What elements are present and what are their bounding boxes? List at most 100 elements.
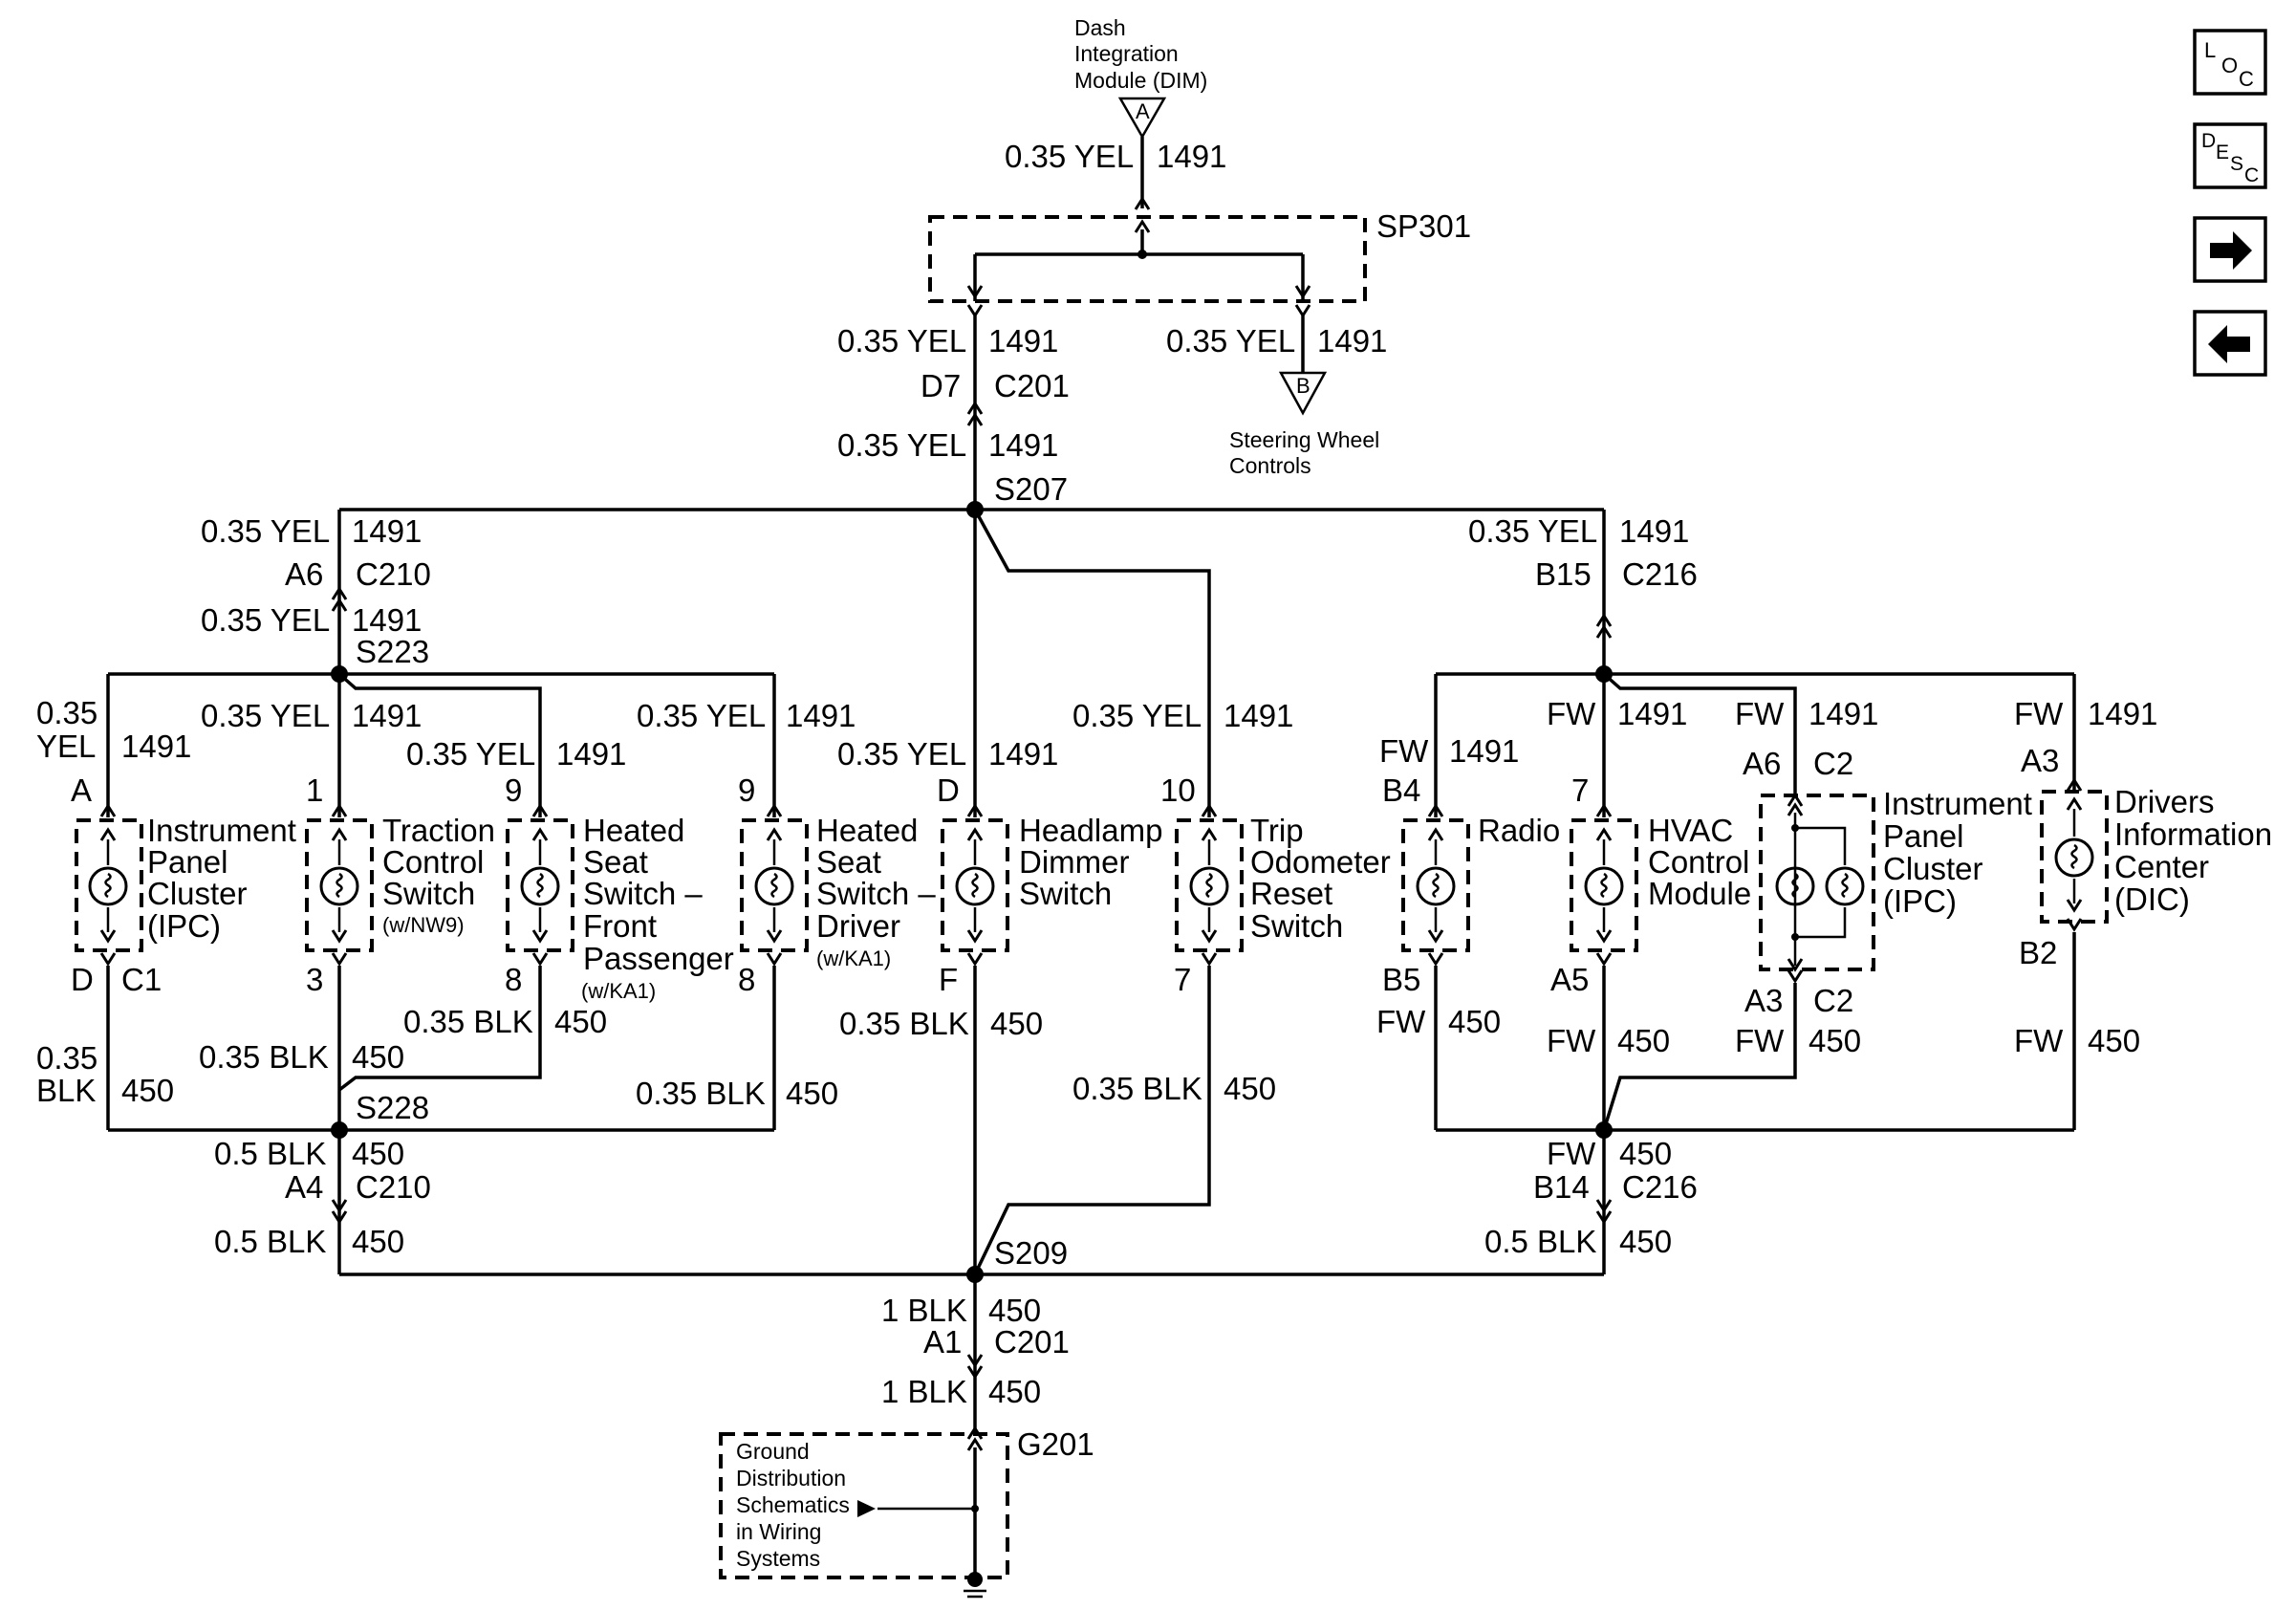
steering-connector-letter: B — [1296, 374, 1310, 398]
svg-text:C: C — [2239, 67, 2254, 91]
wire-label: 0.35 YEL — [201, 602, 330, 638]
next-button[interactable] — [2193, 216, 2267, 283]
circuit-label: 1491 — [352, 602, 422, 638]
component-heated-seat-driver: 9 Heated Seat Switch – Driver (w/KA1) 8 — [738, 772, 936, 997]
pin-label: A — [71, 772, 92, 808]
wire-label: 0.35 YEL — [837, 736, 966, 772]
circuit-label: 450 — [1619, 1224, 1672, 1259]
component-label: Passenger — [583, 941, 734, 976]
component-label: Switch – — [583, 876, 703, 911]
wire-label: FW — [2014, 1023, 2064, 1058]
pin-label: 3 — [306, 962, 323, 997]
component-label: Switch — [382, 876, 475, 911]
back-button[interactable] — [2193, 310, 2267, 377]
sp301-label: SP301 — [1376, 208, 1471, 244]
desc-icon: D E S C — [2201, 130, 2259, 186]
wire-label: FW — [1379, 733, 1429, 769]
component-label: Module — [1648, 876, 1751, 911]
ground-g201: G201 Ground Distribution Schematics in W… — [719, 1426, 1094, 1599]
component-label: Instrument — [147, 813, 296, 848]
component-ipc-left: A Instrument Panel Cluster (IPC) D C1 — [71, 772, 296, 997]
dim-connector-triangle — [1117, 97, 1167, 140]
circuit-label: 1491 — [121, 729, 191, 764]
wire-label: 0.35 BLK — [403, 1004, 533, 1039]
component-radio: B4 Radio B5 — [1382, 772, 1560, 997]
pin-label: B2 — [2019, 935, 2057, 970]
svg-text:E: E — [2216, 141, 2229, 163]
pin-label: A5 — [1550, 962, 1589, 997]
circuit-label: 450 — [352, 1224, 404, 1259]
component-label: Radio — [1478, 813, 1560, 848]
svg-text:O: O — [2221, 54, 2238, 77]
connector-pin-label: B14 — [1533, 1169, 1590, 1205]
component-traction-control-switch: 1 Traction Control Switch (w/NW9) 3 — [305, 772, 495, 997]
connector-pin-label: D7 — [921, 368, 961, 403]
pin-label: 7 — [1174, 962, 1191, 997]
circuit-label: 1491 — [988, 736, 1058, 772]
ground-text: in Wiring — [736, 1519, 821, 1544]
dim-module: Dash Integration Module (DIM) A — [1074, 15, 1207, 140]
component-label: Dimmer — [1019, 844, 1129, 880]
component-label: Switch — [1250, 908, 1343, 944]
component-label: Control — [1648, 844, 1749, 880]
wire-label: 0.35 YEL — [1166, 323, 1295, 359]
component-headlamp-dimmer-switch: D Headlamp Dimmer Switch F — [937, 772, 1162, 997]
circuit-label: 450 — [1448, 1004, 1501, 1039]
ground-distribution-box — [719, 1432, 1009, 1579]
component-label: Traction — [382, 813, 495, 848]
pin-label: 8 — [505, 962, 522, 997]
wire-label: 0.35 BLK — [199, 1039, 329, 1075]
connector-label: C216 — [1622, 556, 1698, 592]
component-label: Seat — [583, 844, 648, 880]
circuit-label: 450 — [554, 1004, 607, 1039]
component-label: Driver — [816, 908, 900, 944]
component-label: Panel — [147, 844, 227, 880]
loc-button[interactable]: L O C — [2193, 29, 2267, 96]
wire-label: 1 BLK — [881, 1293, 967, 1328]
ground-text: Schematics — [736, 1492, 850, 1517]
component-label: Control — [382, 844, 484, 880]
component-label: Reset — [1250, 876, 1332, 911]
wire-label: 0.35 YEL — [201, 698, 330, 733]
desc-button[interactable]: D E S C — [2193, 122, 2267, 189]
pin-label: A6 — [1743, 746, 1781, 781]
component-label: Information — [2114, 816, 2272, 852]
pin-label: A3 — [2021, 743, 2059, 778]
circuit-label: 1491 — [1619, 513, 1689, 549]
svg-text:L: L — [2204, 38, 2216, 62]
arrow-left-icon — [2208, 325, 2250, 363]
component-label: (IPC) — [1883, 883, 1957, 919]
component-label: HVAC — [1648, 813, 1733, 848]
dim-connector-letter: A — [1136, 99, 1150, 123]
wire-label: FW — [1735, 696, 1785, 731]
pin-label: 1 — [306, 772, 323, 808]
loc-icon: L O C — [2204, 38, 2254, 91]
sp301-splice-pack — [928, 215, 1367, 303]
pin-label: 9 — [505, 772, 522, 808]
wire-label: 1 BLK — [881, 1374, 967, 1409]
wire-label: 0.35 YEL — [637, 698, 766, 733]
wire-label: FW — [1376, 1004, 1426, 1039]
wire-label: FW — [1735, 1023, 1785, 1058]
splice-label: S223 — [356, 634, 429, 669]
component-label: Heated — [816, 813, 918, 848]
connector-label: C216 — [1622, 1169, 1698, 1205]
wire-label: 0.35 — [36, 695, 97, 730]
wire-label: 0.35 BLK — [1072, 1071, 1202, 1106]
component-label: Cluster — [147, 876, 248, 911]
circuit-label: 450 — [352, 1136, 404, 1171]
wire-label: FW — [1547, 1136, 1596, 1171]
component-trip-odometer-reset-switch: 10 Trip Odometer Reset Switch 7 — [1160, 772, 1391, 997]
pin-label: F — [939, 962, 958, 997]
wire-label: 0.35 BLK — [839, 1006, 969, 1041]
component-label: Center — [2114, 849, 2209, 884]
connector-label: C2 — [1813, 983, 1853, 1018]
circuit-label: 1491 — [1809, 696, 1878, 731]
circuit-label: 1491 — [352, 698, 422, 733]
component-label: Instrument — [1883, 786, 2032, 821]
circuit-label: 1491 — [1224, 698, 1293, 733]
circuit-label: 1491 — [988, 323, 1058, 359]
component-label: Drivers — [2114, 784, 2215, 819]
wire-label: 0.35 YEL — [837, 323, 966, 359]
circuit-label: 1491 — [786, 698, 856, 733]
